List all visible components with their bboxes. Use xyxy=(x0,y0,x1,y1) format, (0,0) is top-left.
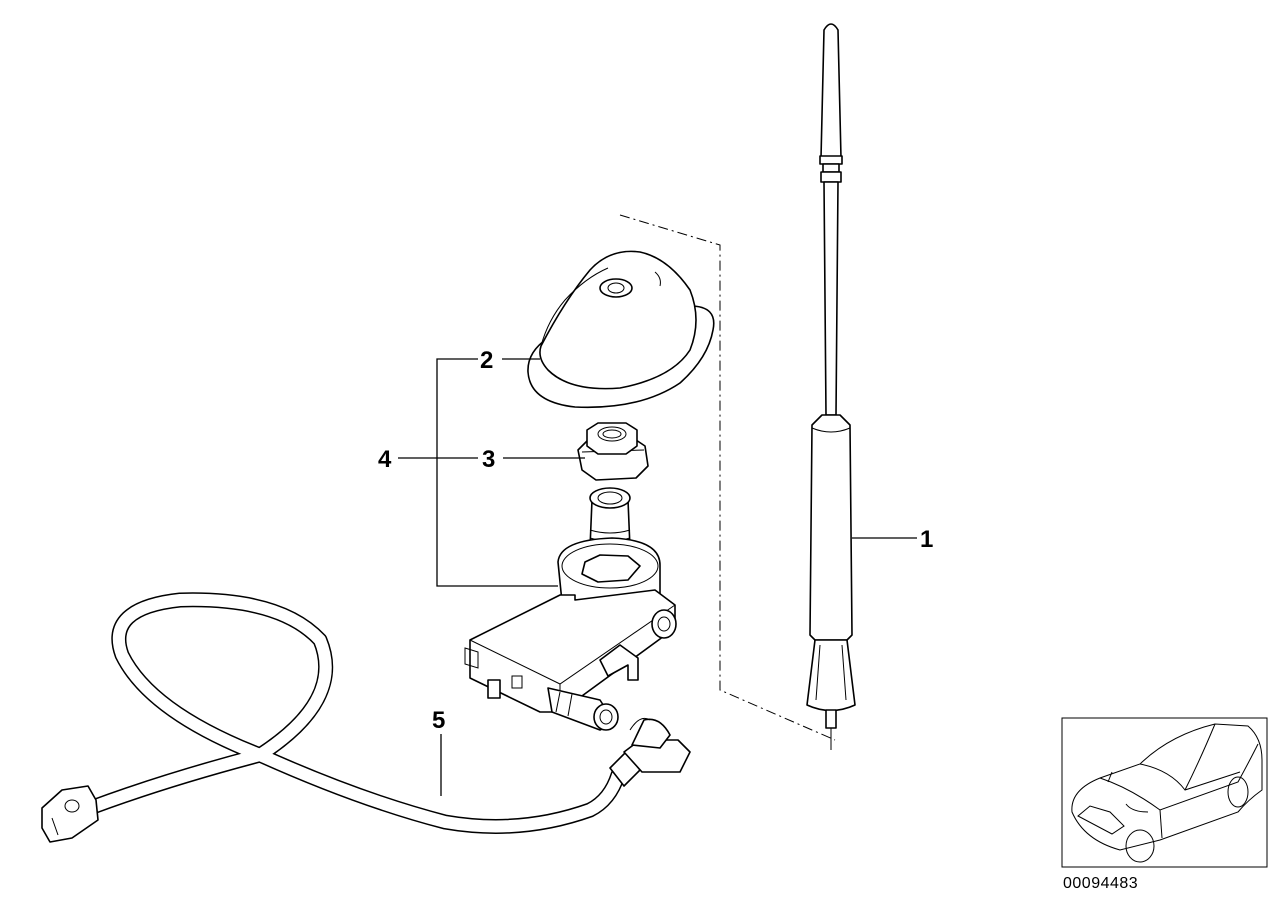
hex-nut-icon[interactable] xyxy=(577,422,649,481)
antenna-rod-icon[interactable] xyxy=(806,23,856,750)
antenna-base-amplifier-icon[interactable] xyxy=(464,487,677,731)
callout-4: 4 xyxy=(378,446,392,473)
callout-5: 5 xyxy=(432,707,445,734)
callout-2: 2 xyxy=(480,347,493,374)
antenna-cover-icon[interactable] xyxy=(527,250,715,409)
antenna-cable-icon[interactable] xyxy=(41,592,691,843)
document-number: 00094483 xyxy=(1063,875,1138,892)
callout-leaders xyxy=(398,358,917,796)
callout-3: 3 xyxy=(482,446,495,473)
assembly-line xyxy=(619,214,836,741)
callout-1: 1 xyxy=(920,526,933,553)
car-thumbnail-icon xyxy=(1061,717,1268,868)
